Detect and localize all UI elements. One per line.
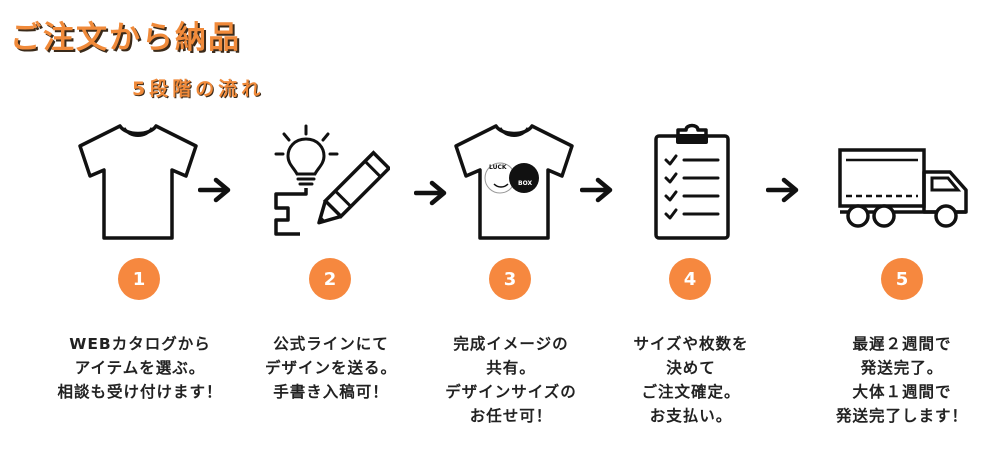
tshirt-icon (78, 124, 198, 240)
step-description: サイズや枚数を 決めて ご注文確定。 お支払い。 (591, 332, 791, 428)
step-5-line-3: 大体１週間で (852, 383, 952, 401)
step-1-line-2: アイテムを選ぶ。 (74, 359, 206, 377)
step-number-badge: 3 (489, 258, 531, 300)
step-4-line-1: サイズや枚数を (633, 335, 749, 353)
step-5-line-4: 発送完了します！ (835, 407, 968, 425)
step-4-line-3: ご注文確定。 (641, 383, 741, 401)
arrow-right-icon (414, 180, 447, 206)
printed-tshirt-icon: LUCK BOX (452, 120, 576, 244)
step-1-line-1: WEBカタログから (69, 335, 211, 353)
step-number-badge: 2 (309, 258, 351, 300)
step-1-line-3: 相談も受け付けます！ (57, 383, 223, 401)
step-description: 最遅２週間で 発送完了。 大体１週間で 発送完了します！ (802, 332, 1002, 428)
arrow-right-icon (766, 177, 799, 203)
step-5-line-1: 最遅２週間で (852, 335, 952, 353)
page-subtitle: 5段階の流れ (132, 78, 265, 100)
delivery-truck-icon (838, 148, 968, 228)
step-2-line-1: 公式ラインにて (273, 335, 389, 353)
arrow-right-icon (580, 177, 613, 203)
step-description: 完成イメージの 共有。 デザインサイズの お任せ可！ (411, 332, 611, 428)
step-description: 公式ラインにて デザインを送る。 手書き入稿可！ (231, 332, 431, 404)
step-number-badge: 1 (118, 258, 160, 300)
step-4-line-2: 決めて (666, 359, 716, 377)
step-4-line-4: お支払い。 (649, 407, 733, 425)
logo-text-box: BOX (518, 180, 533, 187)
lightbulb-pencil-icon (274, 124, 390, 236)
page-title: ご注文から納品 (10, 20, 241, 56)
step-5-line-2: 発送完了。 (860, 359, 944, 377)
step-number-badge: 5 (881, 258, 923, 300)
step-2-line-2: デザインを送る。 (264, 359, 397, 377)
step-3-line-1: 完成イメージの (453, 335, 569, 353)
step-3-line-2: 共有。 (486, 359, 536, 377)
clipboard-checklist-icon (654, 123, 730, 240)
arrow-right-icon (198, 177, 231, 203)
step-3-line-3: デザインサイズの (445, 383, 577, 401)
logo-text-luck: LUCK (489, 164, 507, 171)
step-2-line-3: 手書き入稿可！ (273, 383, 389, 401)
step-3-line-4: お任せ可！ (469, 407, 553, 425)
step-description: WEBカタログから アイテムを選ぶ。 相談も受け付けます！ (40, 332, 240, 404)
step-number-badge: 4 (669, 258, 711, 300)
